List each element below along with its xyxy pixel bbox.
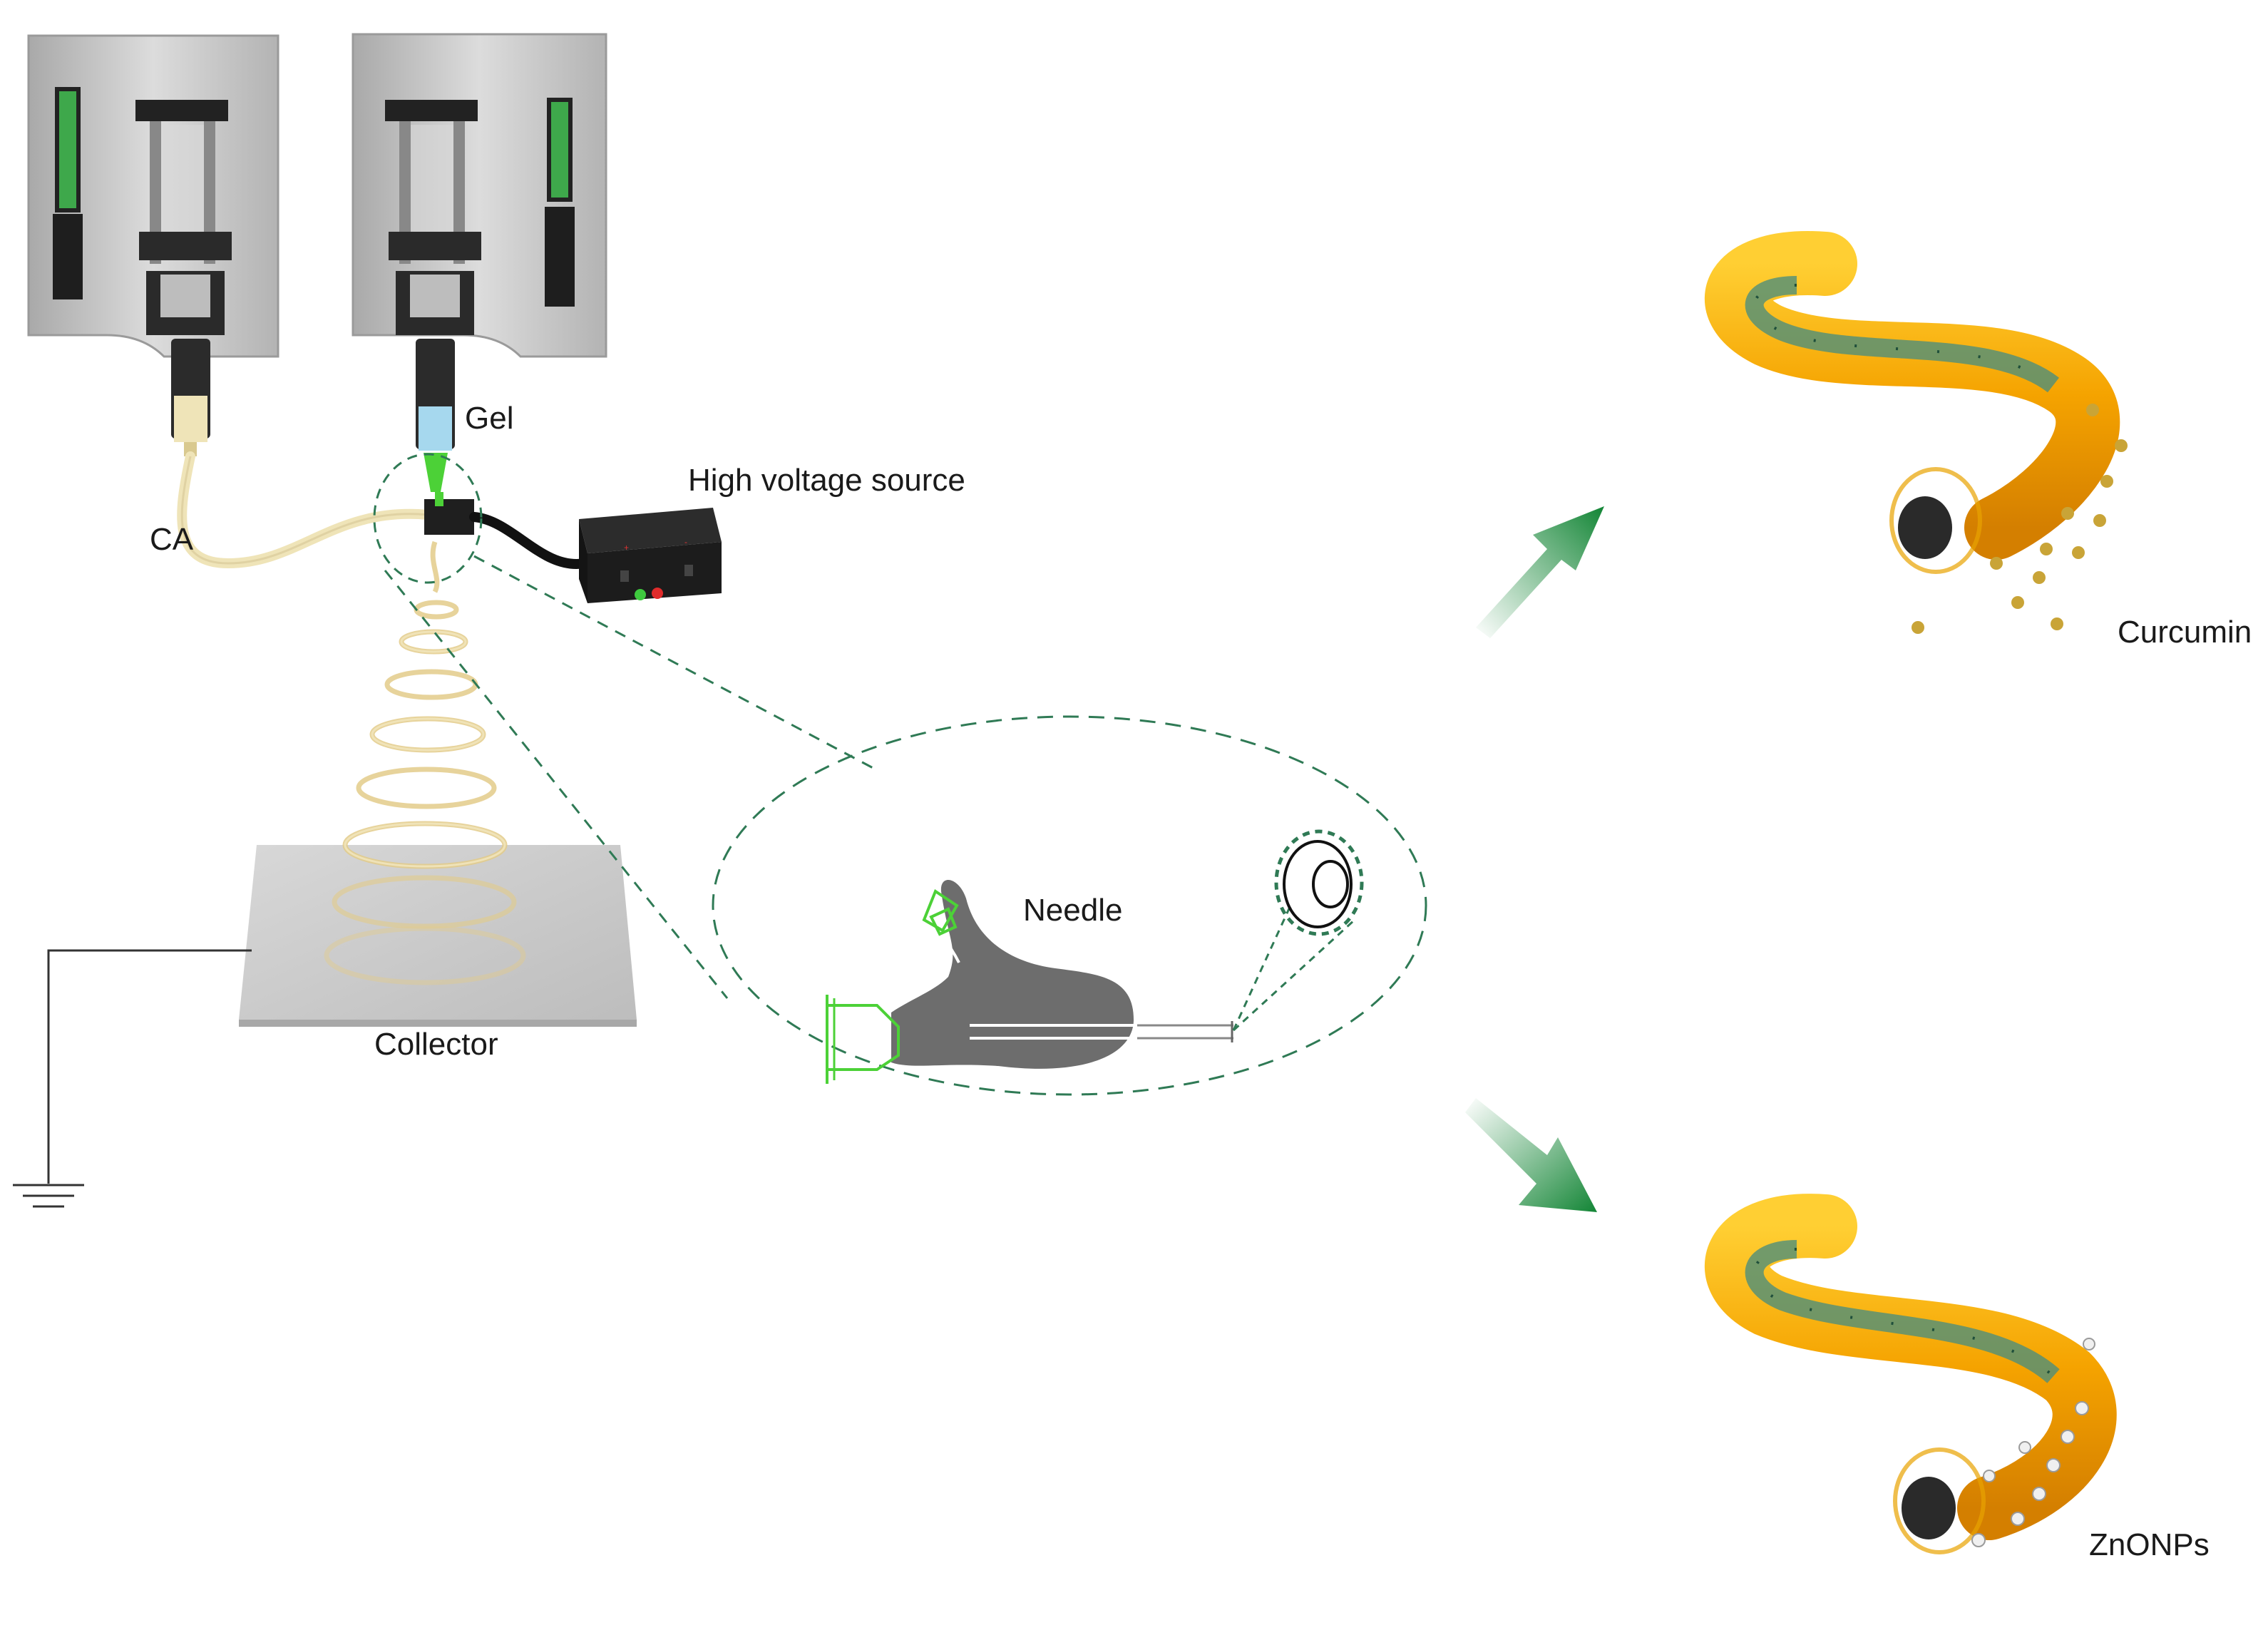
fiber-znonps bbox=[1705, 1194, 2117, 1554]
hv-cable bbox=[469, 512, 590, 569]
pump-indicator-green-bar-icon bbox=[55, 87, 81, 212]
coaxial-nozzle bbox=[424, 499, 474, 535]
ground-wire bbox=[13, 949, 252, 1208]
curcumin-particles bbox=[1912, 404, 2128, 634]
high-voltage-source-box: + - bbox=[579, 508, 722, 603]
led-green-icon bbox=[635, 589, 646, 600]
label-ca: CA bbox=[150, 522, 194, 557]
needle-cross-section-drawing bbox=[826, 879, 1233, 1084]
syringe-pump-right bbox=[352, 33, 607, 492]
syringe-pump-left bbox=[27, 34, 279, 456]
svg-text:-: - bbox=[684, 537, 687, 547]
collector-plate bbox=[239, 845, 637, 1020]
pump-indicator-green-bar-icon-2 bbox=[547, 98, 573, 202]
svg-text:+: + bbox=[624, 543, 629, 553]
fiber-curcumin bbox=[1705, 231, 2128, 634]
label-curcumin: Curcumin bbox=[2118, 615, 2252, 650]
label-znonps: ZnONPs bbox=[2089, 1527, 2210, 1562]
green-needle-tip bbox=[424, 453, 448, 492]
zoom-line-upper bbox=[473, 555, 878, 772]
needle-detail-ellipse bbox=[712, 715, 1427, 1096]
label-gel: Gel bbox=[465, 401, 514, 436]
fiber-core-end-2 bbox=[1902, 1477, 1956, 1539]
label-collector: Collector bbox=[374, 1027, 498, 1062]
coaxial-inner-ring bbox=[1312, 860, 1349, 908]
label-needle: Needle bbox=[1023, 893, 1123, 928]
ca-feed-tube bbox=[177, 451, 433, 569]
green-arrow-icon-upper bbox=[1476, 506, 1604, 638]
cross-section-zoom-circle bbox=[1274, 829, 1364, 936]
label-high-voltage-source: High voltage source bbox=[688, 463, 965, 498]
led-red-icon bbox=[652, 588, 663, 599]
green-arrow-icon-lower bbox=[1465, 1098, 1597, 1212]
nozzle-zoom-circle bbox=[373, 453, 483, 584]
fiber-core-end bbox=[1898, 496, 1952, 559]
znonps-particles bbox=[1971, 1338, 2095, 1547]
